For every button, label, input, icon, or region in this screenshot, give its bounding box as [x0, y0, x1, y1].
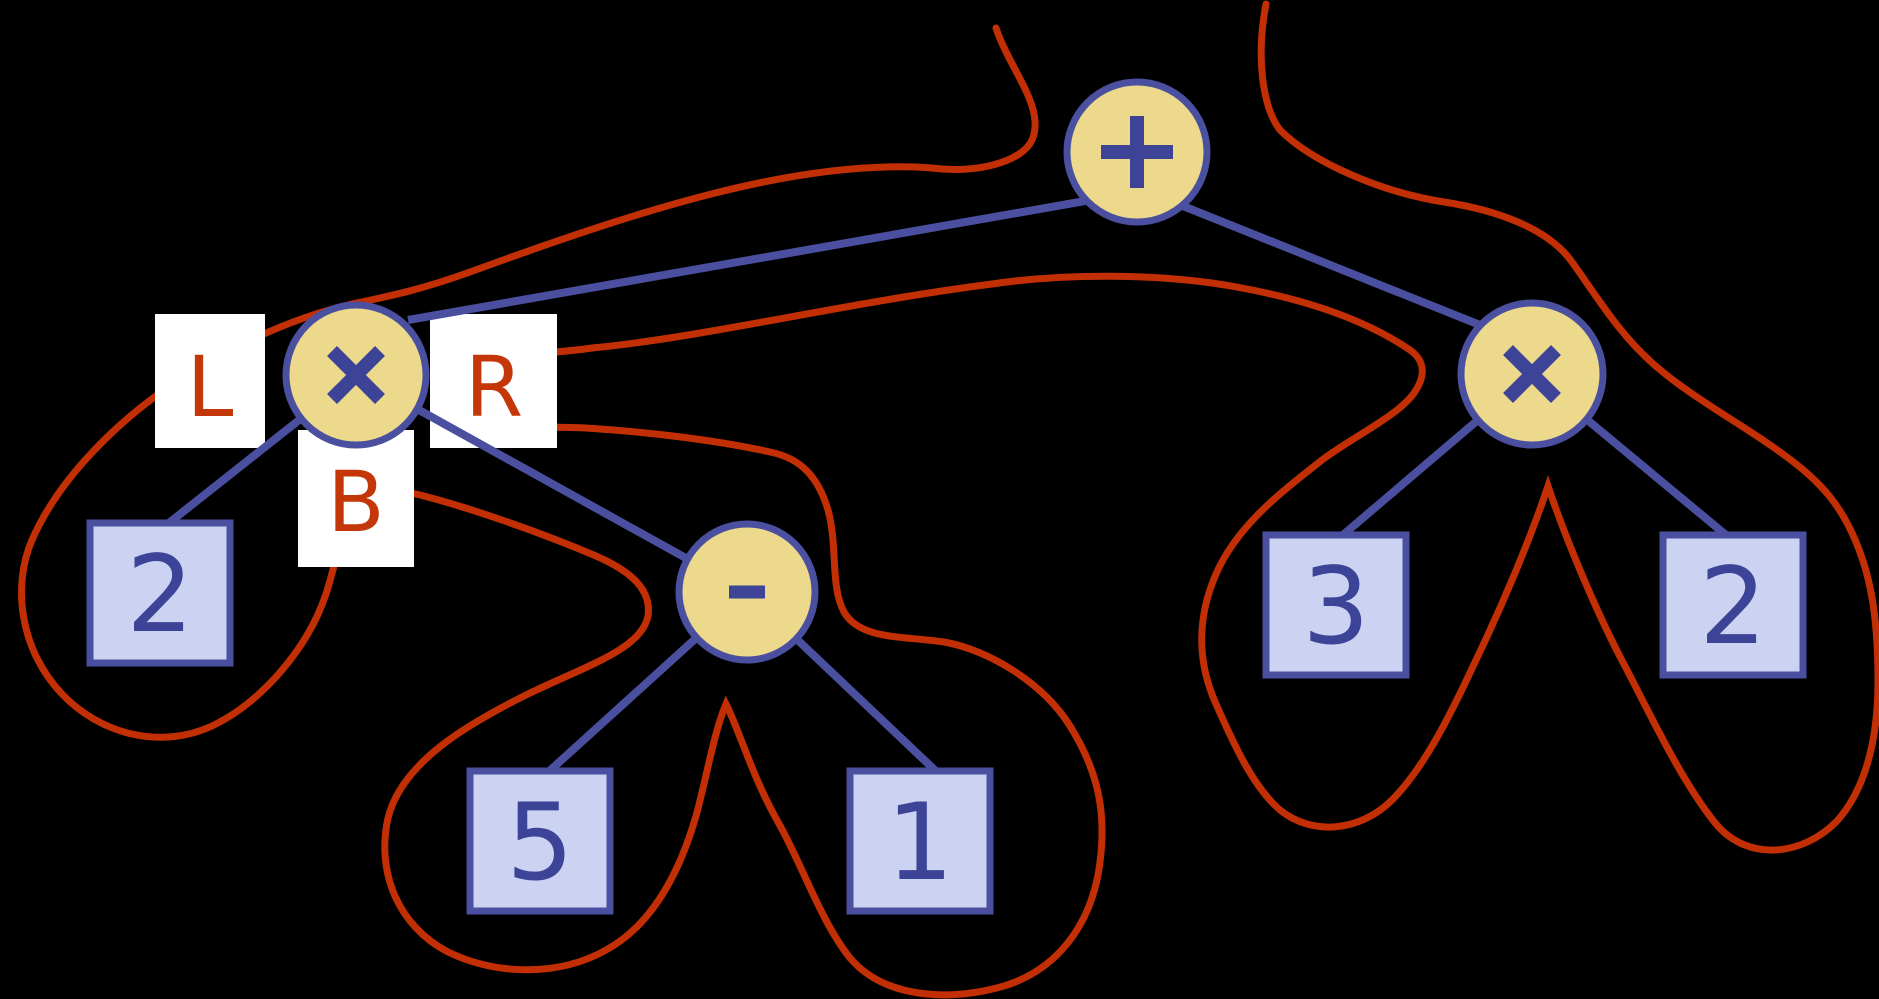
leaf-box — [86, 519, 234, 667]
leaf-value: 2 — [126, 533, 193, 656]
marker-below: B — [298, 430, 414, 567]
marker-below-label: B — [327, 453, 385, 551]
leaf-value: 2 — [1699, 545, 1766, 668]
marker-left: L — [155, 314, 265, 448]
plus-icon — [1101, 116, 1173, 188]
marker-left-label: L — [187, 338, 234, 436]
leaf-node-1: 1 — [846, 767, 994, 915]
leaf-box — [1262, 531, 1410, 679]
leaf-value: 5 — [506, 781, 573, 904]
marker-left-box — [155, 314, 265, 448]
node-times-left — [282, 301, 430, 449]
leaf-value: 1 — [886, 781, 953, 904]
leaf-node-5: 5 — [466, 767, 614, 915]
euler-tour-path — [18, 0, 1879, 999]
multiply-icon — [327, 346, 385, 404]
leaf-box — [1659, 531, 1807, 679]
leaf-node-2-right: 2 — [1659, 531, 1807, 679]
marker-below-box — [298, 430, 414, 567]
tree-edge-plus-times-left — [407, 193, 1109, 324]
leaf-node-3: 3 — [1262, 531, 1410, 679]
leaf-value: 3 — [1302, 545, 1369, 668]
multiply-icon — [1503, 345, 1561, 403]
node-minus — [675, 520, 819, 664]
leaf-box — [466, 767, 614, 915]
node-plus — [1063, 78, 1211, 226]
marker-right-label: R — [465, 338, 523, 436]
marker-right: R — [430, 314, 557, 448]
node-times-right — [1457, 299, 1607, 449]
tree-edge-plus-times-right — [1166, 196, 1482, 329]
leaf-box — [846, 767, 994, 915]
tree-edge-times-left-minus — [354, 371, 749, 596]
leaf-node-2-left: 2 — [86, 519, 234, 667]
